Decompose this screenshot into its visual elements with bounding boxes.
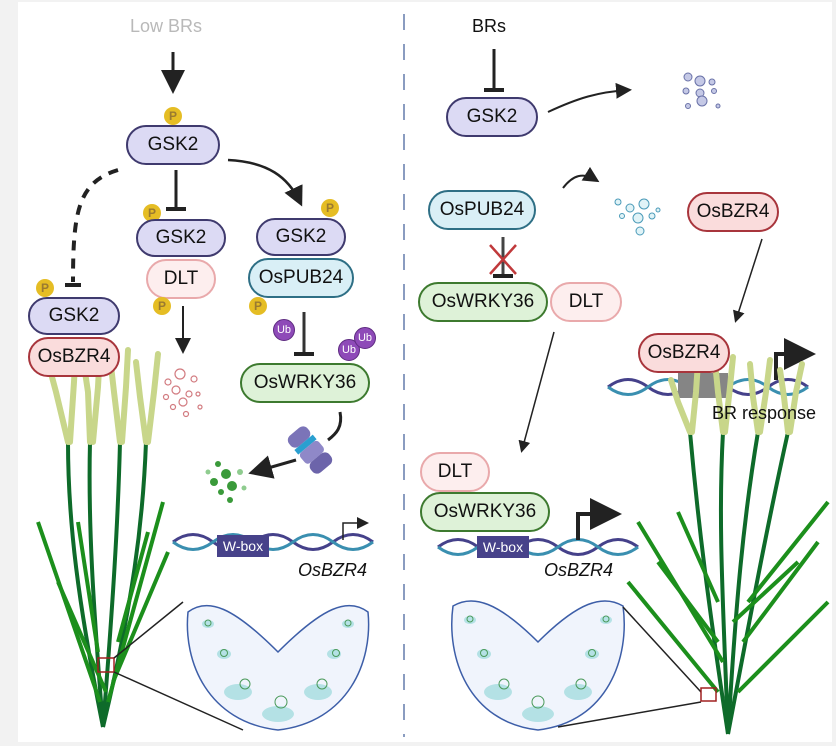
proteasome-icon [287,426,333,474]
block-x-icon [489,244,517,275]
gsk2-node-pub24-complex: GSK2 [256,218,346,256]
dna-helix-right-bottom [437,538,639,556]
oswrky36-node-left: OsWRKY36 [240,363,370,403]
gsk2-node-top: GSK2 [126,125,220,165]
osbzr4-node-free: OsBZR4 [687,192,779,232]
brs-label: BRs [472,16,507,36]
phospho-icon: P [143,204,161,222]
tss-arrow-left [342,517,369,540]
ubiquitin-icon: Ub [354,327,376,349]
phospho-icon: P [36,279,54,297]
oswrky36-node-complex: OsWRKY36 [420,492,550,532]
dashed-inhibit-gsk2-bzr4 [71,168,119,283]
osbzr4-node-bound: OsBZR4 [638,333,730,373]
leaf-cross-section-left [186,604,370,731]
gsk2-fragments-icon [682,72,721,109]
phospho-icon: P [153,297,171,315]
rice-plant-left [36,344,244,731]
oswrky36-node-right: OsWRKY36 [418,282,548,322]
zoom-box-left [97,657,115,673]
zoom-box-right [700,687,717,702]
w-box-right: W-box [477,536,529,558]
phospho-icon: P [249,297,267,315]
phospho-icon: P [164,107,182,125]
arrow-gsk2-to-pub24 [227,158,303,207]
gene-label-right: OsBZR4 [544,560,614,580]
wrky36-fragments-icon [205,461,247,503]
arrow-wrky36-to-proteasome [327,411,343,442]
ubiquitin-icon: Ub [338,339,360,361]
rice-plant-right [626,354,830,735]
diagram-graphics [36,14,830,737]
arrow-pub24-degradation [562,166,600,189]
ospub24-node-right: OsPUB24 [428,190,536,230]
w-box-left: W-box [217,535,269,557]
ospub24-node-left: OsPUB24 [248,258,354,298]
phospho-icon: P [321,199,339,217]
arrow-wrky36-to-promoter [518,331,555,453]
gsk2-node-dlt-complex: GSK2 [136,219,226,257]
diagram-canvas: Low BRs P GSK2 P GSK2 OsBZR4 P GSK2 DLT … [18,2,832,742]
dlt-node-left: DLT [146,259,216,299]
gsk2-node-bzr4-complex: GSK2 [28,297,120,335]
ubiquitin-icon: Ub [273,319,295,341]
gsk2-node-right: GSK2 [446,97,538,137]
br-response-label: BR response [712,403,817,423]
dlt-fragments-icon [162,368,203,418]
arrow-gsk2-degradation [547,82,632,113]
tss-arrow-bzr4 [774,338,816,380]
leaf-cross-section-right [451,600,702,731]
tss-arrow-right [576,498,622,540]
gene-label-left: OsBZR4 [298,560,368,580]
dlt-node-right: DLT [550,282,622,322]
arrow-bzr4-to-promoter [733,238,763,323]
arrow-proteasome-to-fragments [248,455,297,479]
dna-helix-left [172,533,374,551]
osbzr4-node-left: OsBZR4 [28,337,120,377]
dlt-node-complex: DLT [420,452,490,492]
pub24-fragments-icon [614,198,661,236]
low-brs-label: Low BRs [130,16,203,36]
